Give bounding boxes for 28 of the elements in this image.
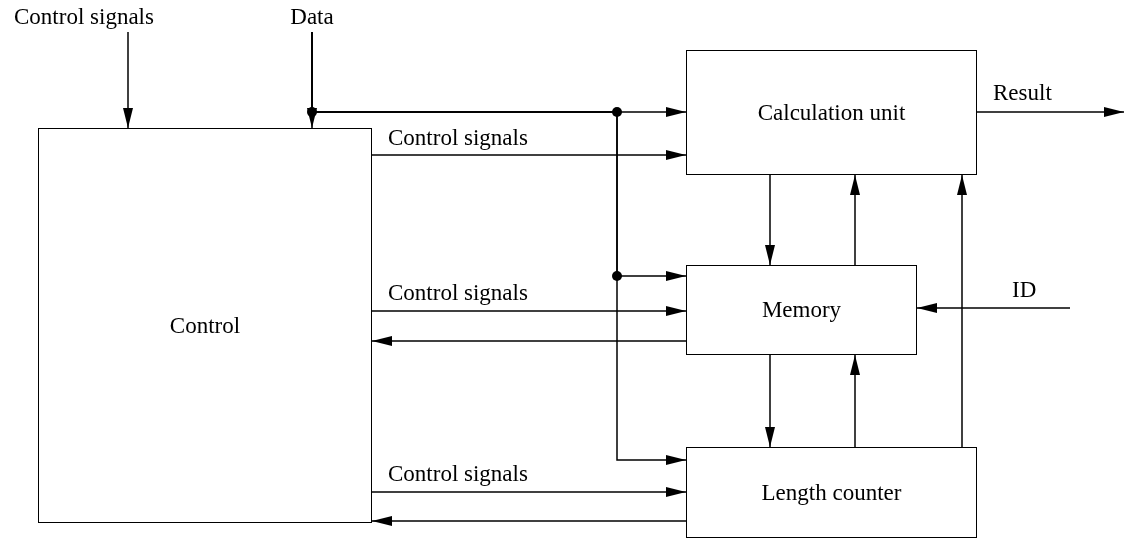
signal-label: Control signals [4,2,164,32]
arrow [371,516,687,526]
edge-label: Result [993,80,1052,106]
arrow [916,303,1071,313]
edge-label: Control signals [388,461,528,487]
block-box [686,447,977,538]
arrow [765,174,775,266]
block-label: Length counter [761,479,902,506]
arrow [123,31,133,129]
arrow [850,354,860,448]
block-label: Memory [761,297,842,323]
edge-label: ID [1012,277,1037,303]
arrow [850,174,860,266]
edge-label: Control signals [388,280,528,306]
arrow [371,336,687,346]
arrow [976,107,1125,117]
signal-label: Data [282,2,342,32]
block-label: Calculation unit [757,99,906,126]
block-box [38,128,372,523]
edge-label: Control signals [388,125,528,151]
arrow [371,306,687,316]
arrow [371,487,687,497]
arrow [371,150,687,160]
arrow [765,354,775,448]
block-box [686,50,977,175]
arrow [957,174,967,448]
block-box [686,265,917,355]
block-label: Control [169,312,241,339]
